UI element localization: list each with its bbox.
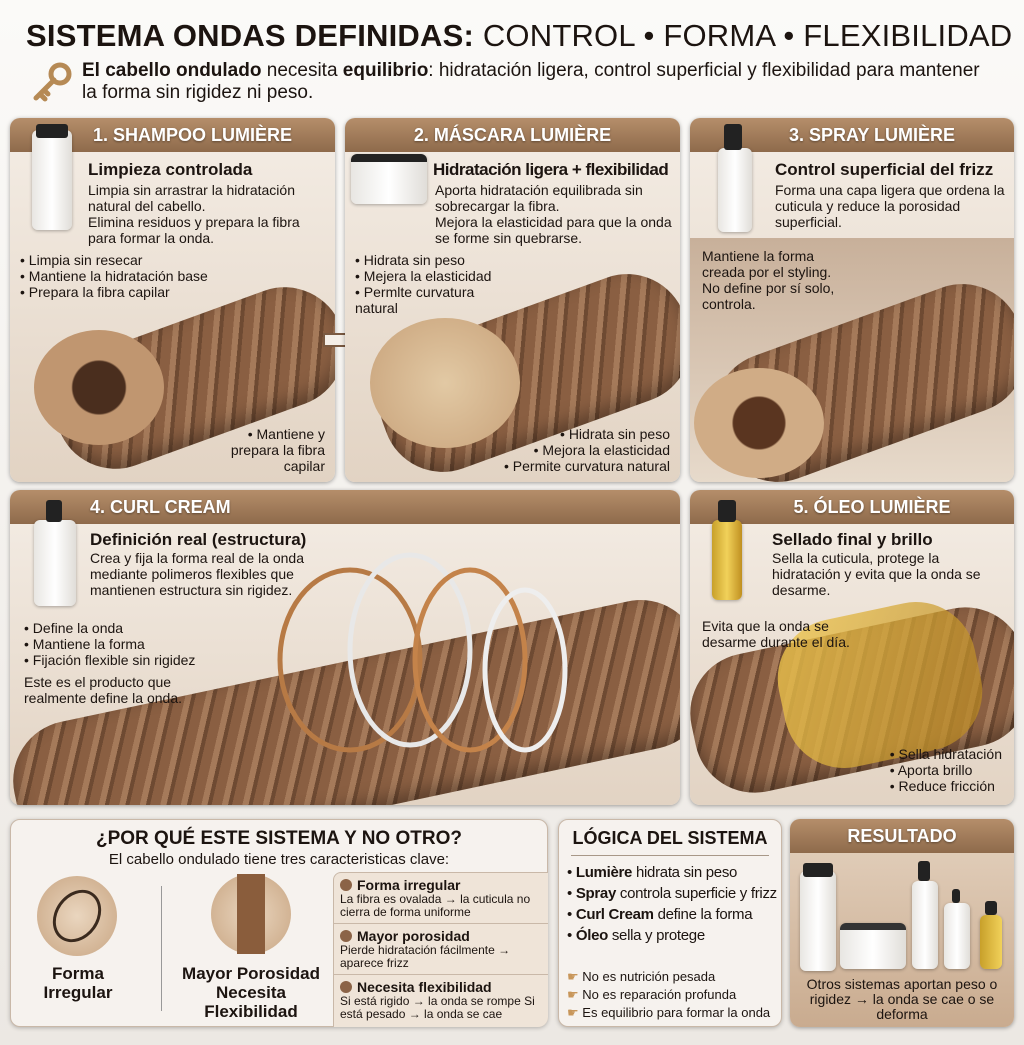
logic-notes: ☛ No es nutrición pesada ☛ No es reparac…	[567, 969, 771, 1020]
pointing-hand-icon: ☛	[567, 987, 579, 1002]
panel-description: Crea y fija la forma real de la onda med…	[90, 550, 304, 598]
panel-subtitle: Limpieza controlada	[88, 160, 253, 179]
oil-bottle-image	[712, 520, 742, 600]
panel-subtitle: Hidratación ligera + flexibilidad	[433, 160, 669, 179]
result-text: Otros sistemas aportan peso o rigidez → …	[806, 976, 998, 1022]
panel-description: Forma una capa ligera que ordena la cuti…	[775, 182, 1005, 230]
bullet-list: • Hidrata sin peso• Mejera la elasticida…	[355, 252, 492, 316]
mascara-jar-image	[351, 154, 427, 204]
bullet-list: • Limpia sin resecar• Mantiene la hidrat…	[20, 252, 208, 300]
intro-text: El cabello ondulado necesita equilibrio:…	[82, 60, 980, 103]
bullet-dot-icon	[340, 879, 352, 891]
why-title: ¿POR QUÉ ESTE SISTEMA Y NO OTRO?	[96, 828, 462, 849]
result-title: RESULTADO	[790, 819, 1014, 853]
panel-note: Evita que la onda se desarme durante el …	[702, 618, 850, 650]
panel-oleo: 5. ÓLEO LUMIÈRE Sellado final y brillo S…	[690, 490, 1014, 805]
page-title: SISTEMA ONDAS DEFINIDAS: CONTROL • FORMA…	[26, 18, 1013, 53]
pointing-hand-icon: ☛	[567, 969, 579, 984]
bullet-list: • Sella hidratación• Aporta brillo• Redu…	[889, 746, 1002, 794]
oval-fiber-icon	[37, 876, 117, 956]
spiral-coils-image	[277, 552, 568, 753]
result-box: RESULTADO Otros sistemas aportan peso o …	[790, 819, 1014, 1027]
icon-label: Mayor Porosidad Necesita Flexibilidad	[182, 964, 320, 1021]
panel-mascara: 2. MÁSCARA LUMIÈRE Hidratación ligera + …	[345, 118, 680, 482]
key-icon	[33, 62, 72, 102]
why-system-box: ¿POR QUÉ ESTE SISTEMA Y NO OTRO? El cabe…	[10, 819, 548, 1027]
panel-description: Limpia sin arrastrar la hidratación natu…	[88, 182, 300, 246]
panel-curl-cream: 4. CURL CREAM Definición real (estructur…	[10, 490, 680, 805]
spray-bottle-image	[718, 148, 752, 232]
porous-strand-icon	[211, 874, 291, 954]
curl-cream-bottle-image	[34, 520, 76, 606]
logic-box: LÓGICA DEL SISTEMA • Lumière hidrata sin…	[558, 819, 782, 1027]
logic-list: • Lumière hidrata sin peso • Spray contr…	[567, 864, 777, 944]
panel-title: 2. MÁSCARA LUMIÈRE	[345, 118, 680, 152]
panel-subtitle: Definición real (estructura)	[90, 530, 307, 549]
shampoo-bottle-image	[32, 130, 72, 230]
icon-label: Forma Irregular	[43, 964, 113, 1002]
why-subtitle: El cabello ondulado tiene tres caracteri…	[108, 851, 450, 868]
panel-subtitle: Control superficial del frizz	[775, 160, 994, 179]
panel-description: Sella la cuticula, protege la hidratació…	[772, 550, 981, 598]
panel-shampoo: 1. SHAMPOO LUMIÈRE Limpieza controlada L…	[10, 118, 335, 482]
panel-note: Este es el producto que realmente define…	[24, 674, 182, 706]
panel-title: 3. SPRAY LUMIÈRE	[690, 118, 1014, 152]
logic-title: LÓGICA DEL SISTEMA	[571, 828, 769, 856]
panel-subtitle: Sellado final y brillo	[772, 530, 933, 549]
panel-spray: 3. SPRAY LUMIÈRE Control superficial del…	[690, 118, 1014, 482]
bullet-dot-icon	[340, 981, 352, 993]
pointing-hand-icon: ☛	[567, 1005, 579, 1020]
bullet-list: • Define la onda• Mantiene la forma• Fij…	[24, 620, 196, 668]
panel-title: 4. CURL CREAM	[10, 490, 680, 524]
panel-description: Aporta hidratación equilibrada sin sobre…	[435, 182, 672, 246]
bullet-dot-icon	[340, 930, 352, 942]
panel-title: 5. ÓLEO LUMIÈRE	[690, 490, 1014, 524]
panel-note: • Hidrata sin peso• Mejora la elasticida…	[504, 426, 670, 474]
